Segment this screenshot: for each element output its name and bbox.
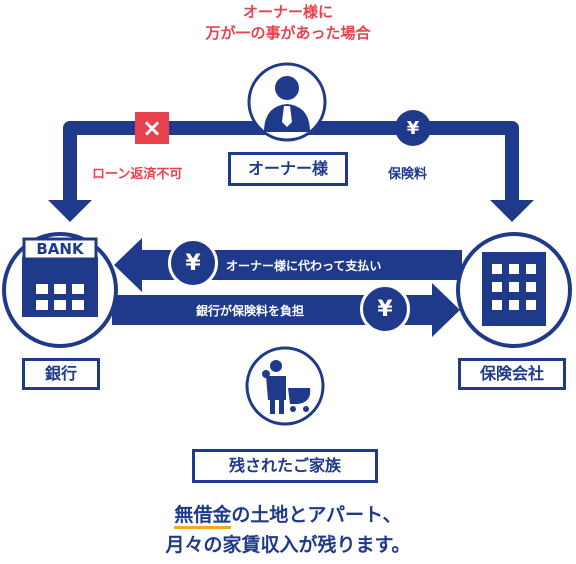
caption-line-2: 月々の家賃収入が残ります。 (165, 534, 411, 556)
bank-icon (22, 237, 98, 317)
family-label: 残されたご家族 (192, 449, 378, 483)
caption-line-1: 無借金の土地とアパート、 (0, 500, 576, 530)
bank-premium-arrowhead (432, 283, 460, 337)
bank-premium-yen-icon: ¥ (360, 284, 410, 334)
caption-highlight: 無借金 (174, 504, 232, 529)
premium-yen-icon: ¥ (395, 110, 431, 146)
insurance-company-icon (482, 252, 546, 326)
header-line-2: 万が一の事があった場合 (205, 24, 371, 42)
arrowhead-to-bank (48, 200, 92, 222)
owner-label: オーナー様 (228, 152, 348, 186)
header-line-1: オーナー様に (242, 3, 333, 21)
pay-on-behalf-label: オーナー様に代わって支払い (226, 259, 382, 273)
loan-denied-cross-icon: × (135, 112, 169, 144)
pay-yen-icon: ¥ (168, 238, 218, 288)
bank-premium-label: 銀行が保険料を負担 (196, 304, 305, 318)
pay-arrowhead (114, 238, 142, 292)
premium-line (300, 121, 519, 203)
family-stroller-icon (262, 360, 311, 414)
header-title: オーナー様に 万が一の事があった場合 (0, 2, 576, 44)
businessman-icon (264, 76, 310, 132)
premium-label: 保険料 (388, 167, 428, 182)
bank-label: 銀行 (22, 358, 100, 390)
caption-line-1-rest: の土地とアパート、 (231, 504, 402, 526)
bank-sign-text: BANK (36, 240, 84, 258)
loan-line (63, 121, 270, 203)
insurance-company-label: 保険会社 (458, 358, 566, 390)
arrowhead-to-insurer (490, 200, 534, 222)
loan-denied-label: ローン返済不可 (92, 167, 183, 182)
